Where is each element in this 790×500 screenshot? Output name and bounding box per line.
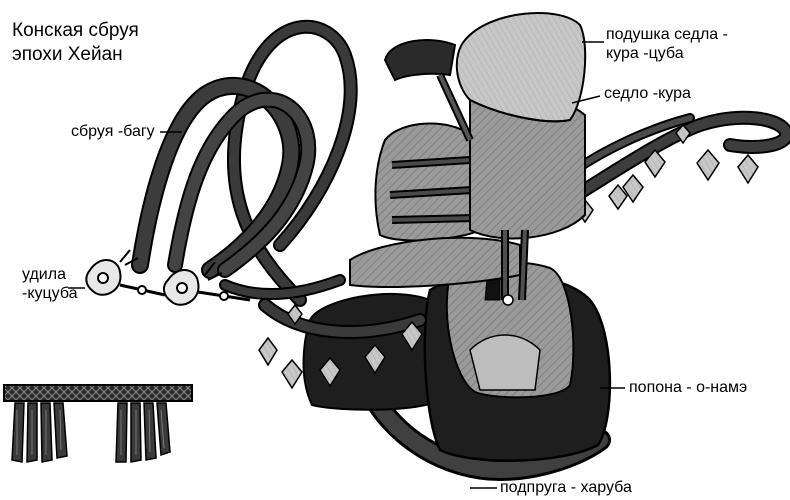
label-cushion-line-2: кура -цуба xyxy=(606,45,684,62)
label-bit: удила -куцуба xyxy=(22,265,78,303)
leader-lines xyxy=(68,41,625,489)
label-bit-line-1: удила xyxy=(22,266,66,283)
diagram-title: Конская сбруя эпохи Хейан xyxy=(12,19,139,67)
label-girth: подпруга - харуба xyxy=(500,479,632,496)
leader-saddle xyxy=(571,95,601,104)
chest-strap xyxy=(258,298,427,339)
saddle-cushion xyxy=(455,12,587,123)
title-line-1: Конская сбруя xyxy=(12,20,139,41)
saddle-kura xyxy=(349,39,586,306)
strap-ornaments-left xyxy=(258,303,423,390)
label-cushion-line-1: подушка седла - xyxy=(606,26,728,43)
label-saddle: седло -кура xyxy=(604,85,691,102)
label-bit-line-2: -куцуба xyxy=(22,285,78,302)
bit-kutsuba xyxy=(85,249,251,306)
label-saddlecloth: попона - о-намэ xyxy=(629,379,748,396)
label-cushion: подушка седла - кура -цуба xyxy=(606,25,728,63)
harness-reins xyxy=(131,19,358,307)
tassel-detail-inset xyxy=(3,384,193,463)
label-harness: сбруя -багу xyxy=(71,123,155,140)
title-line-2: эпохи Хейан xyxy=(12,44,123,65)
